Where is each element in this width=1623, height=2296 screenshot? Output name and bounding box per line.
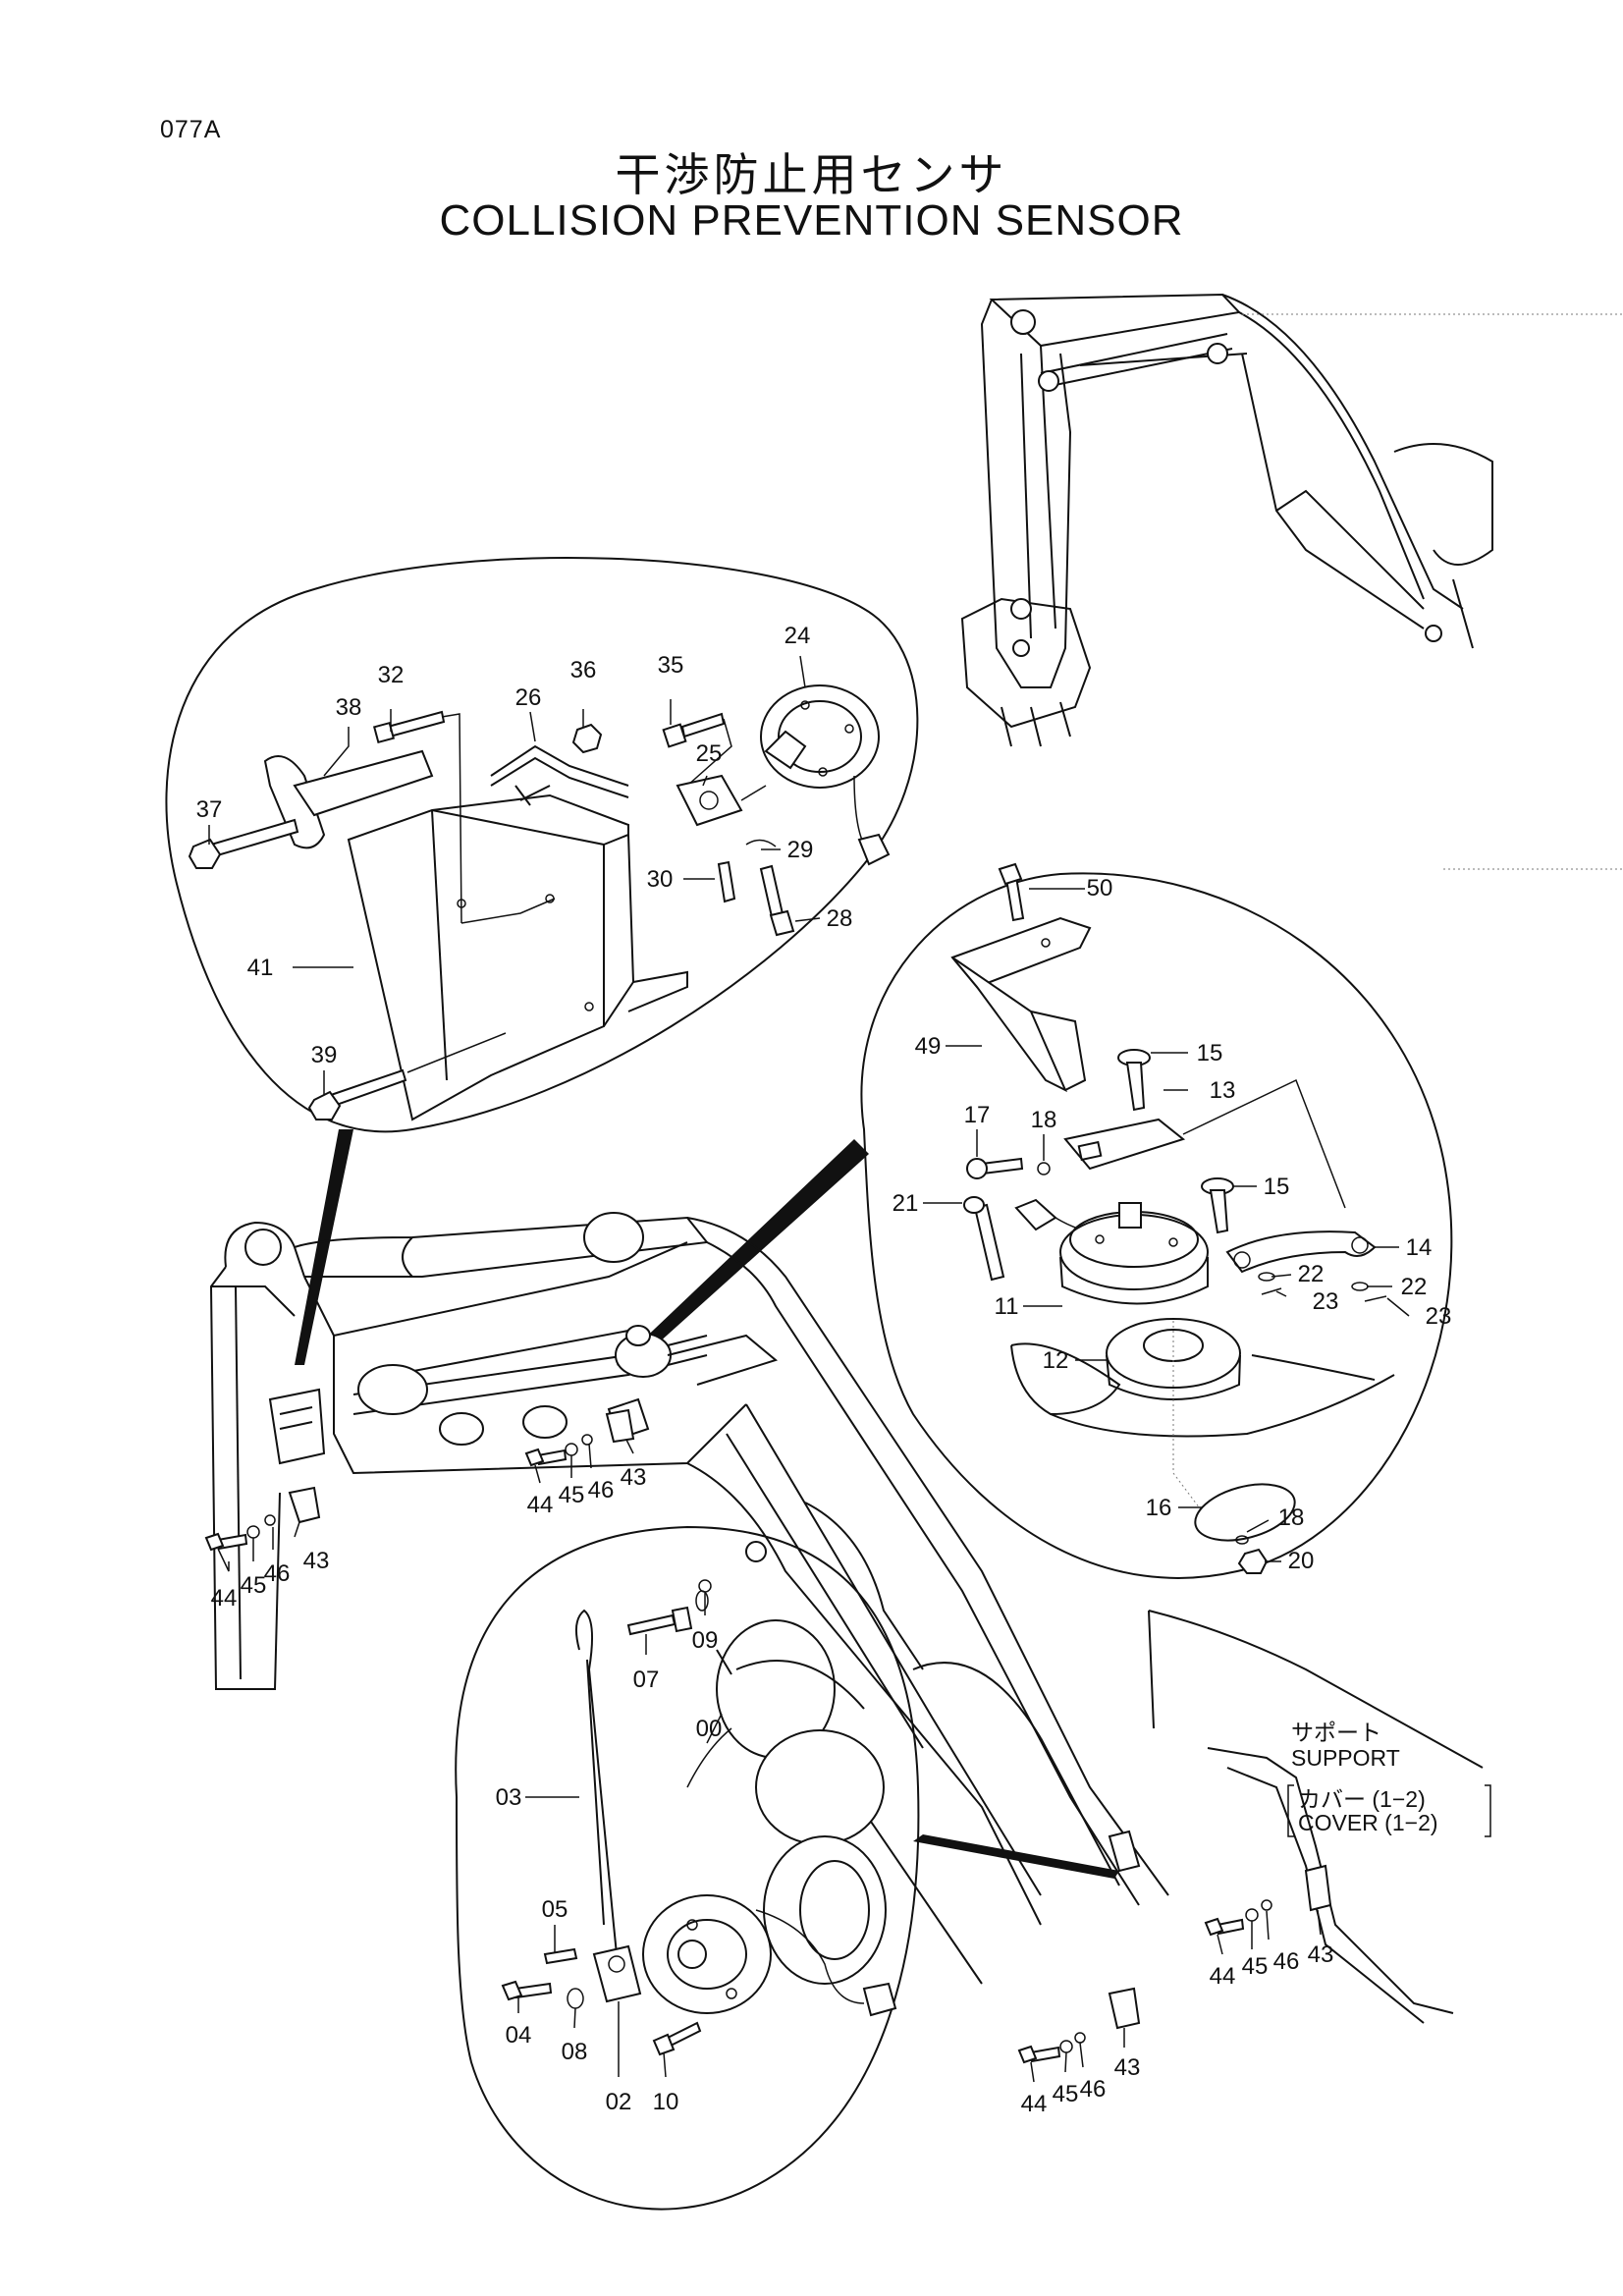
callout-46c: 46 xyxy=(1080,2076,1107,2103)
note-bracket-right xyxy=(1485,1784,1491,1837)
note-support-jp: サポート xyxy=(1291,1720,1381,1745)
callout-18b: 18 xyxy=(1278,1504,1305,1531)
callout-44b: 44 xyxy=(527,1492,554,1518)
callout-25: 25 xyxy=(696,740,723,767)
note-support-en: SUPPORT xyxy=(1291,1745,1400,1771)
callout-30: 30 xyxy=(647,866,674,893)
callout-02: 02 xyxy=(606,2089,632,2115)
callout-49: 49 xyxy=(915,1033,942,1060)
callout-44a: 44 xyxy=(211,1585,238,1612)
main-boom-assembly xyxy=(204,1212,1484,2064)
callouts-right: 50 49 15 13 17 18 21 15 14 22 23 22 23 1… xyxy=(893,875,1452,1574)
callout-13: 13 xyxy=(1210,1077,1236,1104)
excavator-overview-illustration xyxy=(960,293,1623,747)
callout-45c: 45 xyxy=(1053,2081,1079,2107)
note-bracket-left xyxy=(1287,1784,1294,1837)
callout-15b: 15 xyxy=(1264,1174,1290,1200)
callout-46a: 46 xyxy=(264,1560,291,1587)
callout-10: 10 xyxy=(653,2089,679,2115)
callout-35: 35 xyxy=(658,652,684,679)
detail-bubble-sensor-mount xyxy=(617,862,1623,1579)
callout-23b: 23 xyxy=(1426,1303,1452,1330)
callout-03: 03 xyxy=(496,1784,522,1811)
callout-22: 22 xyxy=(1298,1261,1325,1287)
callout-07: 07 xyxy=(633,1667,660,1693)
callout-36: 36 xyxy=(570,657,597,683)
callout-23: 23 xyxy=(1313,1288,1339,1315)
callout-43d: 43 xyxy=(1308,1941,1334,1968)
callout-17: 17 xyxy=(964,1102,991,1128)
callout-50: 50 xyxy=(1087,875,1113,902)
callout-26: 26 xyxy=(515,684,542,711)
callout-43a: 43 xyxy=(303,1548,330,1574)
hardware-set-d xyxy=(1204,1899,1272,1937)
callout-46b: 46 xyxy=(588,1477,615,1503)
callout-37: 37 xyxy=(196,796,223,823)
callout-24: 24 xyxy=(784,623,811,649)
detail-bubble-bracket xyxy=(165,556,919,1365)
page-title-english: COLLISION PREVENTION SENSOR xyxy=(439,196,1184,245)
callouts-bottom: 07 09 03 00 05 04 08 02 10 xyxy=(496,1627,723,2115)
callout-21: 21 xyxy=(893,1190,919,1217)
note-cover-jp: カバー (1−2) xyxy=(1298,1786,1426,1812)
callout-41: 41 xyxy=(247,955,274,981)
callouts-top-left: 32 36 35 24 38 26 25 37 29 30 28 41 39 xyxy=(196,623,853,1068)
callout-43c: 43 xyxy=(1114,2054,1141,2081)
callout-38: 38 xyxy=(336,694,362,721)
callout-15: 15 xyxy=(1197,1040,1223,1066)
callout-45d: 45 xyxy=(1242,1953,1269,1980)
callout-20: 20 xyxy=(1288,1548,1315,1574)
callout-18: 18 xyxy=(1031,1107,1057,1133)
callout-09: 09 xyxy=(692,1627,719,1654)
callout-22b: 22 xyxy=(1401,1274,1428,1300)
callout-43b: 43 xyxy=(621,1464,647,1491)
detail-bubble-sensor-assembly xyxy=(455,1525,920,2211)
callout-08: 08 xyxy=(562,2039,588,2065)
callouts-main: 44 45 46 43 44 45 46 43 44 45 46 43 44 4… xyxy=(211,1464,1334,2117)
page-title-japanese: 干渉防止用センサ xyxy=(615,148,1008,201)
leader-lines xyxy=(208,655,1410,2083)
callout-45b: 45 xyxy=(559,1482,585,1508)
callout-44c: 44 xyxy=(1021,2091,1048,2117)
note-cover-en: COVER (1−2) xyxy=(1298,1810,1438,1835)
hardware-set-c xyxy=(1017,1987,1141,2064)
callout-32: 32 xyxy=(378,662,405,688)
callout-12: 12 xyxy=(1043,1347,1069,1374)
callout-45a: 45 xyxy=(241,1572,267,1599)
page-code: 077A xyxy=(160,116,222,143)
callout-14: 14 xyxy=(1406,1234,1433,1261)
hardware-set-b xyxy=(524,1408,635,1467)
callout-28: 28 xyxy=(827,905,853,932)
callout-16: 16 xyxy=(1146,1495,1172,1521)
callout-04: 04 xyxy=(506,2022,532,2049)
callout-39: 39 xyxy=(311,1042,338,1068)
callout-00: 00 xyxy=(696,1716,723,1742)
callout-44d: 44 xyxy=(1210,1963,1236,1990)
callout-29: 29 xyxy=(787,837,814,863)
callout-46d: 46 xyxy=(1273,1948,1300,1975)
callout-05: 05 xyxy=(542,1896,568,1923)
hardware-set-a xyxy=(204,1486,321,1552)
callout-11: 11 xyxy=(995,1293,1019,1320)
